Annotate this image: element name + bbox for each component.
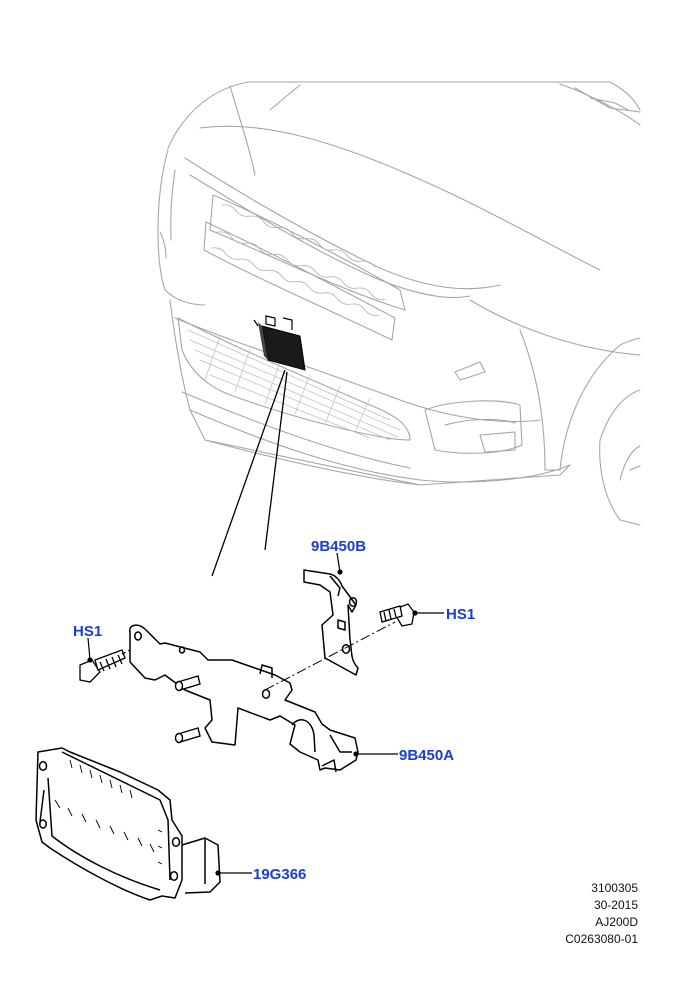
callout-9b450a: 9B450A [399, 747, 454, 764]
reference-codes: 3100305 30-2015 AJ200D C0263080-01 [565, 880, 638, 948]
vehicle-front-illustration [157, 81, 641, 526]
callout-9b450b: 9B450B [311, 538, 366, 555]
alignment-line [264, 621, 396, 691]
module-19g366 [35, 747, 221, 901]
callout-leaders [87, 552, 444, 876]
studs [174, 675, 201, 744]
screw-left [79, 649, 131, 683]
leader-lines [211, 369, 288, 577]
reference-line-1: 3100305 [591, 881, 638, 895]
reference-line-4: C0263080-01 [565, 932, 638, 946]
bracket-9b450b [303, 569, 359, 676]
screw-right [379, 603, 415, 627]
reference-line-2: 30-2015 [593, 898, 638, 912]
callout-hs1-left: HS1 [73, 623, 102, 640]
callout-19g366: 19G366 [253, 866, 306, 883]
bracket-9b450a [129, 624, 359, 773]
sensor-location-on-vehicle [253, 315, 306, 371]
reference-line-3: AJ200D [595, 915, 638, 929]
callout-hs1-right: HS1 [446, 606, 475, 623]
